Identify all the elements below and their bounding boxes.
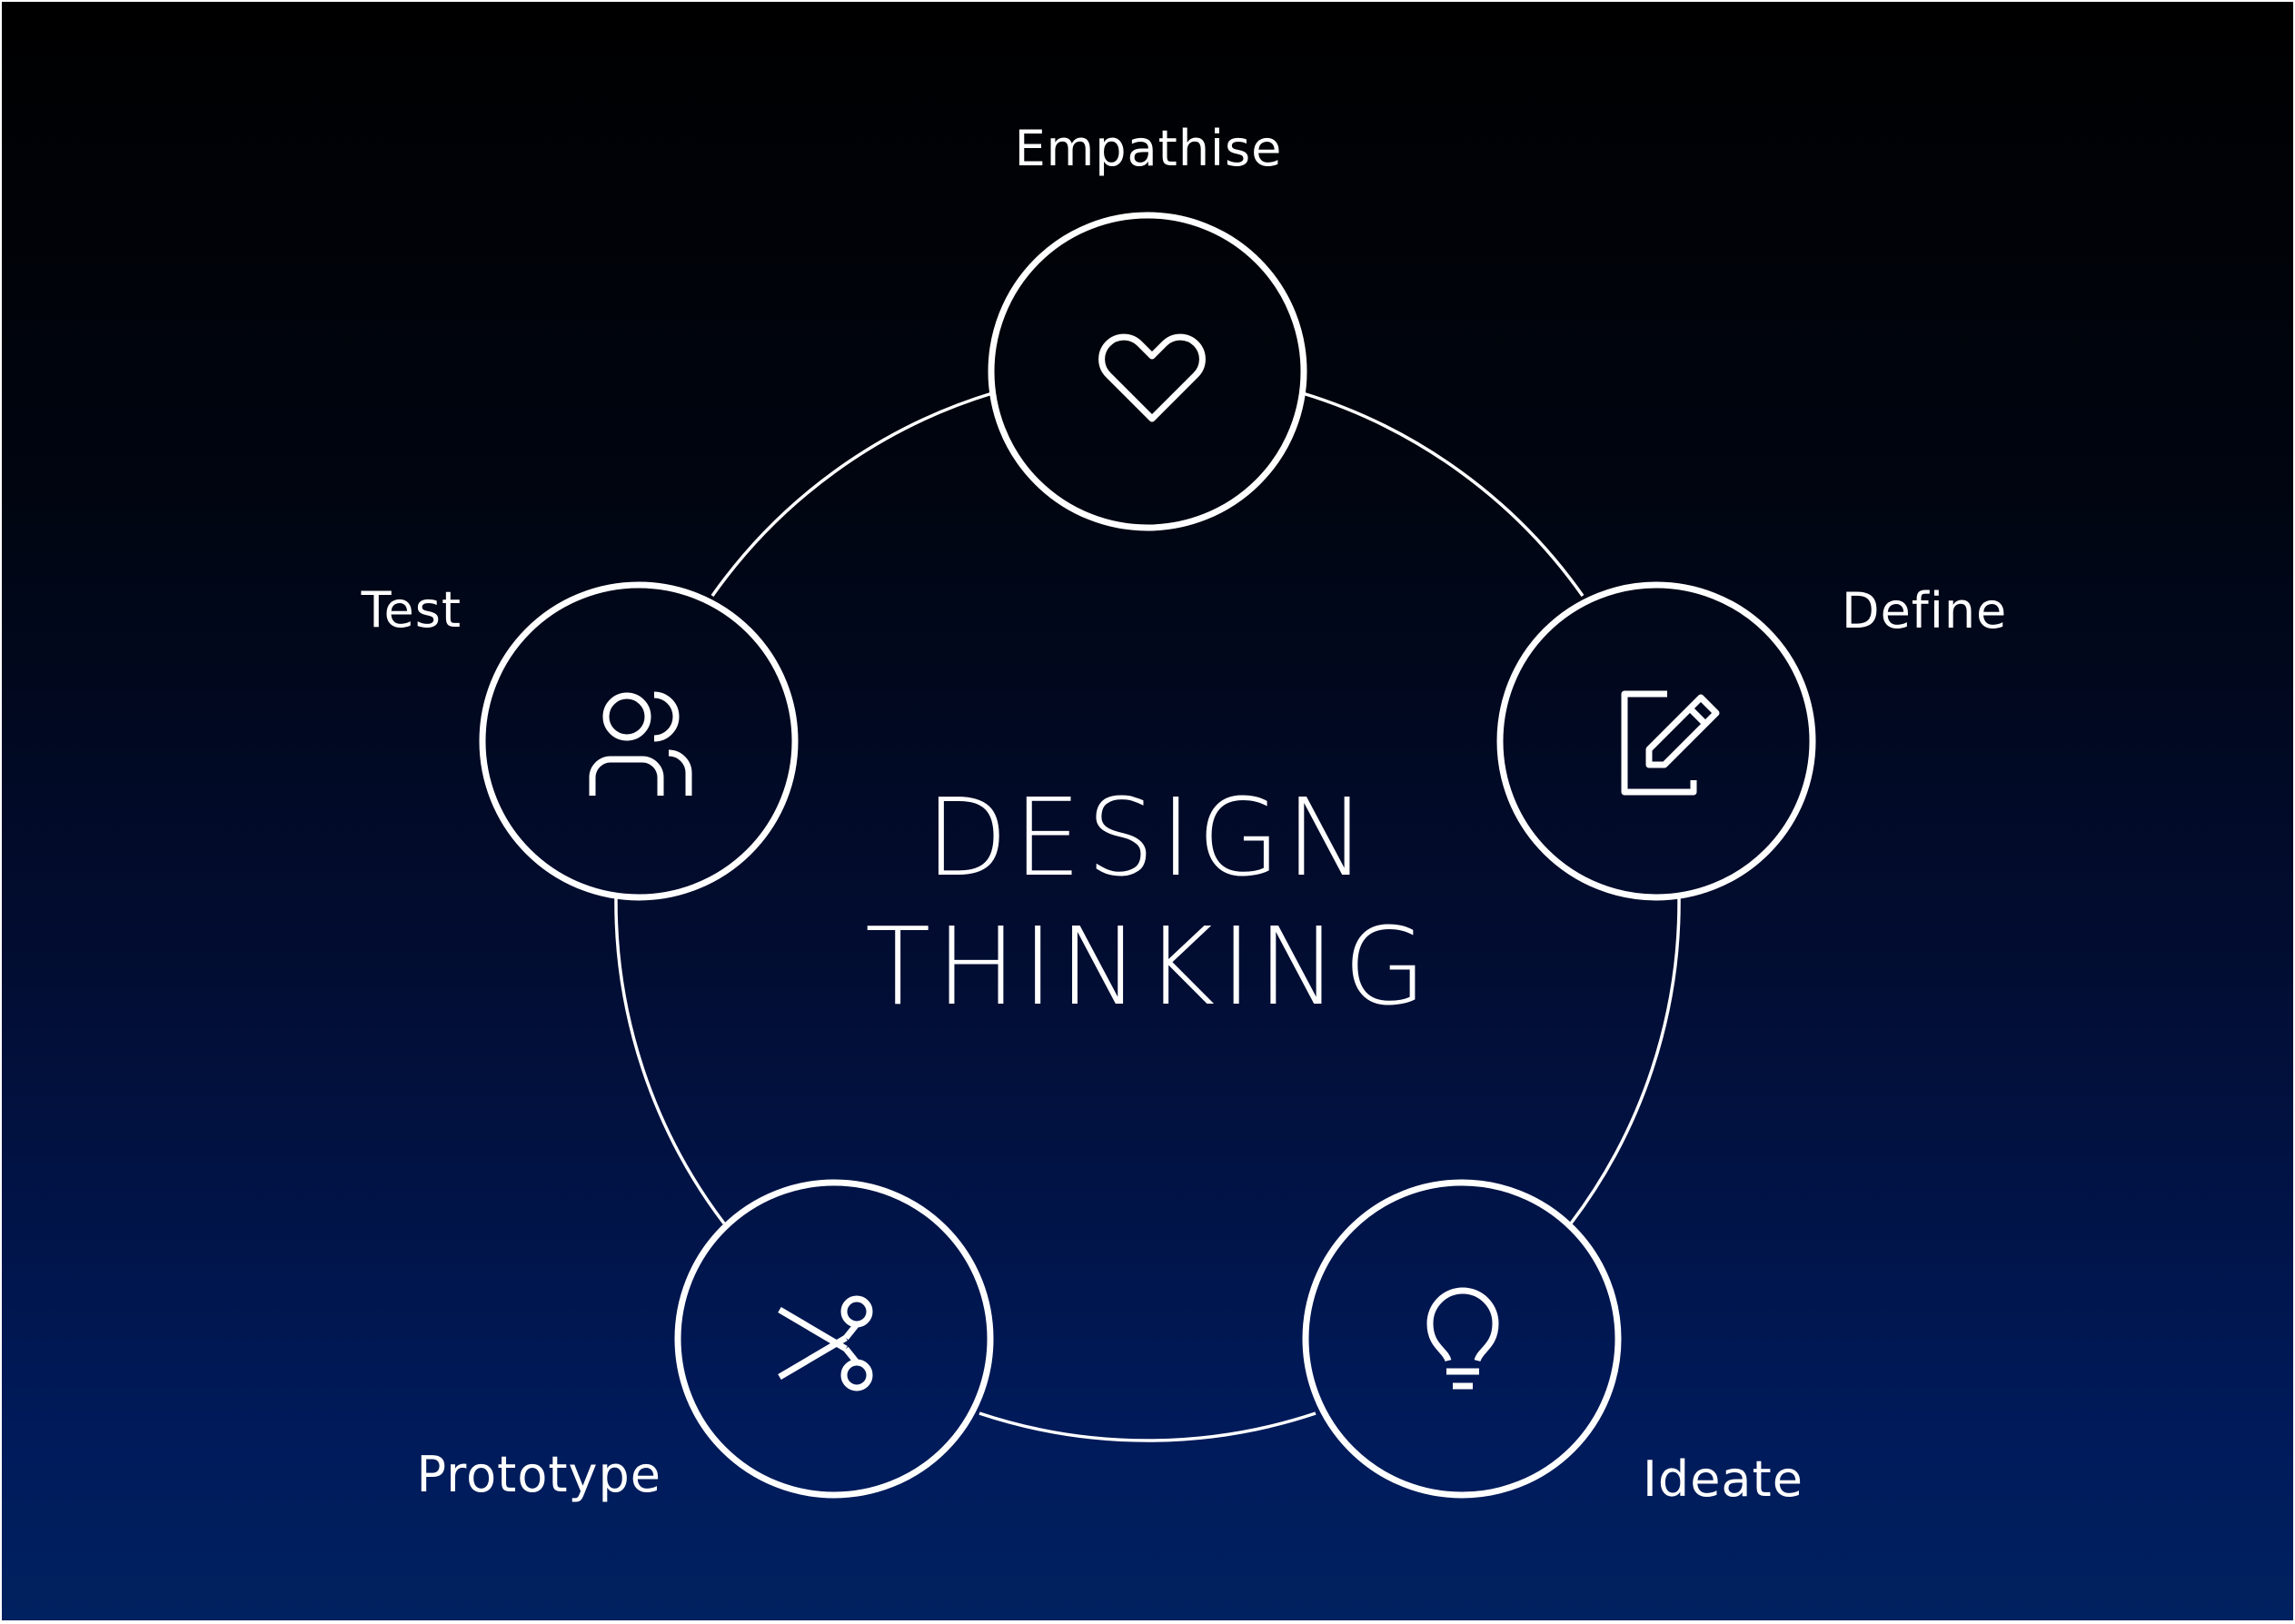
label-prototype: Prototype <box>416 1446 661 1503</box>
label-test: Test <box>361 581 462 639</box>
label-ideate: Ideate <box>1643 1451 1803 1508</box>
stage-define <box>1496 581 1816 901</box>
title-design: DESIGN <box>926 775 1372 900</box>
label-define: Define <box>1842 582 2007 639</box>
scissors-icon <box>778 1295 873 1391</box>
stage-empathise-ring <box>988 212 1307 531</box>
stage-define-ring <box>1496 581 1816 901</box>
connector-ideate-prototype <box>979 1411 1316 1442</box>
connector-empathise-define <box>1302 391 1585 598</box>
lightbulb-icon <box>1426 1287 1499 1390</box>
stage-test <box>479 581 799 901</box>
stage-ideate <box>1302 1179 1622 1499</box>
edit-document-icon <box>1621 690 1720 796</box>
stage-test-ring <box>479 581 799 901</box>
stage-ideate-ring <box>1302 1179 1622 1499</box>
stage-prototype <box>674 1179 994 1499</box>
cycle-connectors <box>614 391 1681 1442</box>
connector-define-ideate <box>1569 896 1681 1225</box>
label-empathise: Empathise <box>1015 120 1283 177</box>
connector-prototype-test <box>614 896 726 1225</box>
stage-prototype-ring <box>674 1179 994 1499</box>
connector-test-empathise <box>710 391 993 598</box>
stage-empathise <box>988 212 1307 531</box>
heart-icon <box>1098 333 1206 422</box>
users-icon <box>589 691 692 796</box>
title-thinking: THINKING <box>865 904 1432 1029</box>
